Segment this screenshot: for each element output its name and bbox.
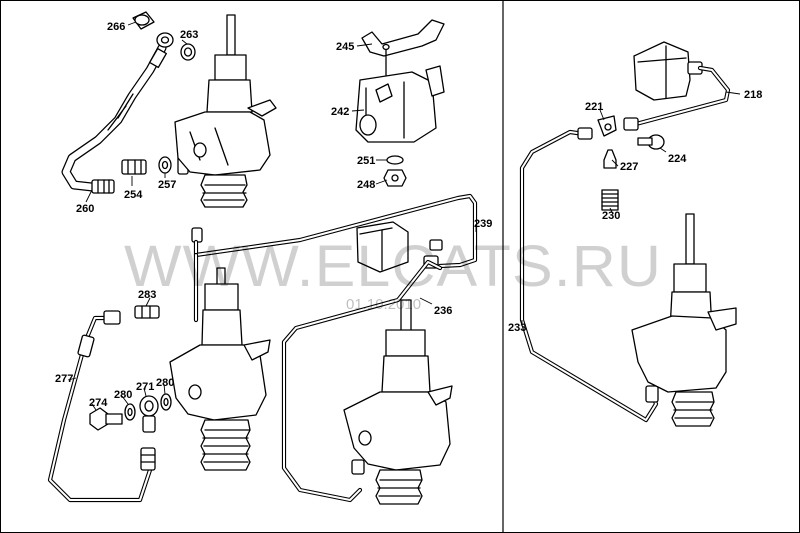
- nipple-227: [603, 149, 617, 169]
- part-label-251: 251: [357, 155, 375, 167]
- part-label-260: 260: [76, 203, 94, 215]
- screw-224: [637, 134, 665, 150]
- hose-assembly-260: [61, 32, 174, 194]
- strut-upper-left: [174, 14, 277, 243]
- part-label-248: 248: [357, 179, 375, 191]
- bolt-274: [89, 407, 123, 431]
- part-label-266: 266: [107, 21, 125, 33]
- part-label-263: 263: [180, 29, 198, 41]
- washer-280-left: [124, 403, 136, 421]
- pipe-239: [193, 193, 478, 323]
- part-label-271: 271: [136, 381, 154, 393]
- strut-middle-center: [343, 299, 453, 505]
- part-label-277: 277: [55, 373, 73, 385]
- part-label-221: 221: [585, 101, 603, 113]
- part-label-254: 254: [124, 189, 143, 201]
- cap-266: [132, 11, 155, 30]
- part-label-236: 236: [434, 305, 452, 317]
- part-label-257: 257: [158, 179, 176, 191]
- valve-block-center: [356, 221, 443, 273]
- part-label-242: 242: [331, 106, 349, 118]
- pipe-218: [623, 65, 731, 131]
- bracket-245: [361, 19, 445, 57]
- spring-230: [601, 189, 619, 211]
- watermark-text: WWW.ELCATS.RU: [124, 234, 662, 299]
- part-label-283: 283: [138, 289, 156, 301]
- leader-lines: [67, 21, 741, 411]
- fitting-283: [134, 305, 160, 319]
- part-label-230: 230: [602, 210, 620, 222]
- part-label-224: 224: [668, 153, 687, 165]
- bracket-221: [597, 115, 617, 137]
- ring-263: [180, 43, 196, 61]
- part-label-218: 218: [744, 89, 762, 101]
- valve-block-right: [633, 41, 703, 101]
- pipe-277: [47, 310, 156, 503]
- strut-right: [631, 213, 737, 427]
- watermark-date: 01.10.2010: [346, 296, 421, 313]
- part-label-280-right: 280: [156, 377, 174, 389]
- level-valve-242: [355, 49, 445, 143]
- washer-280-right: [160, 393, 172, 411]
- nut-248: [383, 169, 407, 187]
- part-label-274: 274: [89, 397, 108, 409]
- banjo-271: [139, 395, 159, 433]
- pipe-236: [281, 259, 443, 503]
- part-label-245: 245: [336, 41, 354, 53]
- part-label-233: 233: [508, 322, 526, 334]
- part-label-239: 239: [474, 218, 492, 230]
- union-254: [121, 159, 147, 175]
- part-label-227: 227: [620, 161, 638, 173]
- washer-257: [158, 156, 172, 174]
- strut-middle-left: [169, 267, 271, 471]
- part-label-280-left: 280: [114, 389, 132, 401]
- washer-251: [386, 155, 404, 165]
